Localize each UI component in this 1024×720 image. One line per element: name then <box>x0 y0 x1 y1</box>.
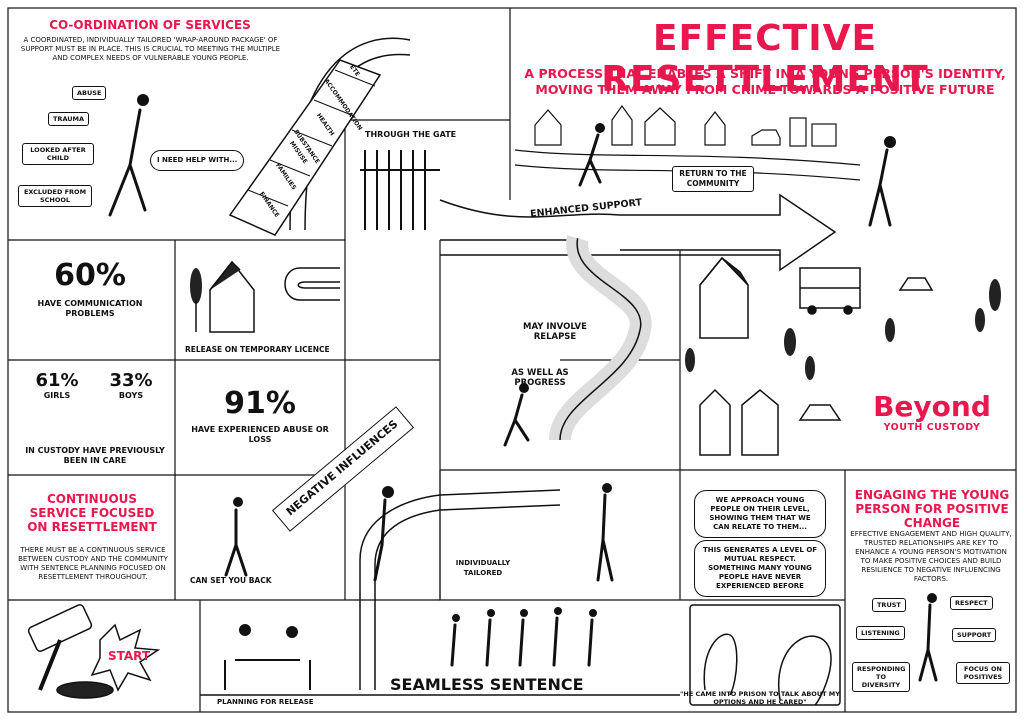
seamless-sentence-label: SEAMLESS SENTENCE <box>386 675 588 694</box>
relapse-label: MAY INVOLVE RELAPSE <box>523 322 587 342</box>
planning-label: PLANNING FOR RELEASE <box>214 697 317 707</box>
subtitle: A PROCESS THAT ENABLES A SHIFT IN A YOUN… <box>520 66 1010 98</box>
set-back-label: CAN SET YOU BACK <box>190 576 272 585</box>
arrow-abuse: ABUSE <box>72 86 107 100</box>
thought-bubble: I NEED HELP WITH... <box>150 150 245 171</box>
stat-abuse-value: 91% <box>224 386 296 421</box>
ladder-health: HEALTH <box>315 112 336 138</box>
ladder-families: FAMILIES <box>274 162 298 192</box>
ladder-substance-misuse: SUBSTANCE MISUSE <box>288 128 321 166</box>
stat-abuse: 91% HAVE EXPERIENCED ABUSE OR LOSS <box>185 386 335 445</box>
coordination-body: A COORDINATED, INDIVIDUALLY TAILORED 'WR… <box>20 36 281 62</box>
return-community-sign: RETURN TO THE COMMUNITY <box>672 166 754 192</box>
services-ladder: ETE ACCOMMODATION HEALTH SUBSTANCE MISUS… <box>240 60 390 230</box>
quote-approach: WE APPROACH YOUNG PEOPLE ON THEIR LEVEL,… <box>694 490 826 538</box>
subtitle-line-1: A PROCESS THAT ENABLES A SHIFT IN A YOUN… <box>524 66 1006 81</box>
arrow-looked-after-child: LOOKED AFTER CHILD <box>22 143 94 165</box>
logo-word: Beyond <box>873 390 991 423</box>
stat-girls-value: 61% <box>35 370 79 391</box>
tag-respect: RESPECT <box>950 596 993 610</box>
arrow-excluded-from-school: EXCLUDED FROM SCHOOL <box>18 185 92 207</box>
stat-girls-label: GIRLS <box>43 391 71 400</box>
through-the-gate-label: THROUGH THE GATE <box>365 130 457 139</box>
continuous-title: CONTINUOUS SERVICE FOCUSED ON RESETTLEME… <box>27 492 157 534</box>
beyond-youth-custody-logo: Beyond YOUTH CUSTODY <box>862 390 1002 434</box>
stat-communication-label: HAVE COMMUNICATION PROBLEMS <box>37 299 143 318</box>
stat-boys-label: BOYS <box>118 391 144 400</box>
tag-support: SUPPORT <box>952 628 997 642</box>
ladder-ete: ETE <box>348 63 361 78</box>
continuous-body: THERE MUST BE A CONTINUOUS SERVICE BETWE… <box>18 546 168 581</box>
tailored-label: INDIVIDUALLY TAILORED <box>455 559 511 577</box>
quote-cared: "HE CAME INTO PRISON TO TALK ABOUT MY OP… <box>680 690 840 706</box>
progress-label: AS WELL AS PROGRESS <box>511 368 569 388</box>
tag-positives: FOCUS ON POSITIVES <box>956 662 1010 684</box>
coordination-title: CO-ORDINATION OF SERVICES <box>49 18 251 32</box>
tag-listening: LISTENING <box>856 626 905 640</box>
engaging-body: EFFECTIVE ENGAGEMENT AND HIGH QUALITY, T… <box>850 530 1012 583</box>
stat-boys-value: 33% <box>109 370 153 391</box>
logo-subline: YOUTH CUSTODY <box>883 422 981 433</box>
quote-respect: THIS GENERATES A LEVEL OF MUTUAL RESPECT… <box>694 540 826 597</box>
stat-communication: 60% HAVE COMMUNICATION PROBLEMS <box>20 258 160 319</box>
page-title: EFFECTIVE RESETTLEMENT <box>601 18 929 100</box>
stat-care-label: IN CUSTODY HAVE PREVIOUSLY BEEN IN CARE <box>25 446 165 465</box>
arrow-trauma: TRAUMA <box>48 112 90 126</box>
stat-communication-value: 60% <box>54 258 126 293</box>
stat-abuse-label: HAVE EXPERIENCED ABUSE OR LOSS <box>191 425 329 444</box>
tag-diversity: RESPONDING TO DIVERSITY <box>852 662 910 692</box>
ladder-finance: FINANCE <box>257 190 281 219</box>
subtitle-line-2: MOVING THEM AWAY FROM CRIME TOWARDS A PO… <box>535 82 995 97</box>
rotl-label: RELEASE ON TEMPORARY LICENCE <box>185 345 330 354</box>
engaging-title: ENGAGING THE YOUNG PERSON FOR POSITIVE C… <box>854 488 1010 530</box>
start-label: START <box>108 649 151 663</box>
tag-trust: TRUST <box>872 598 906 612</box>
